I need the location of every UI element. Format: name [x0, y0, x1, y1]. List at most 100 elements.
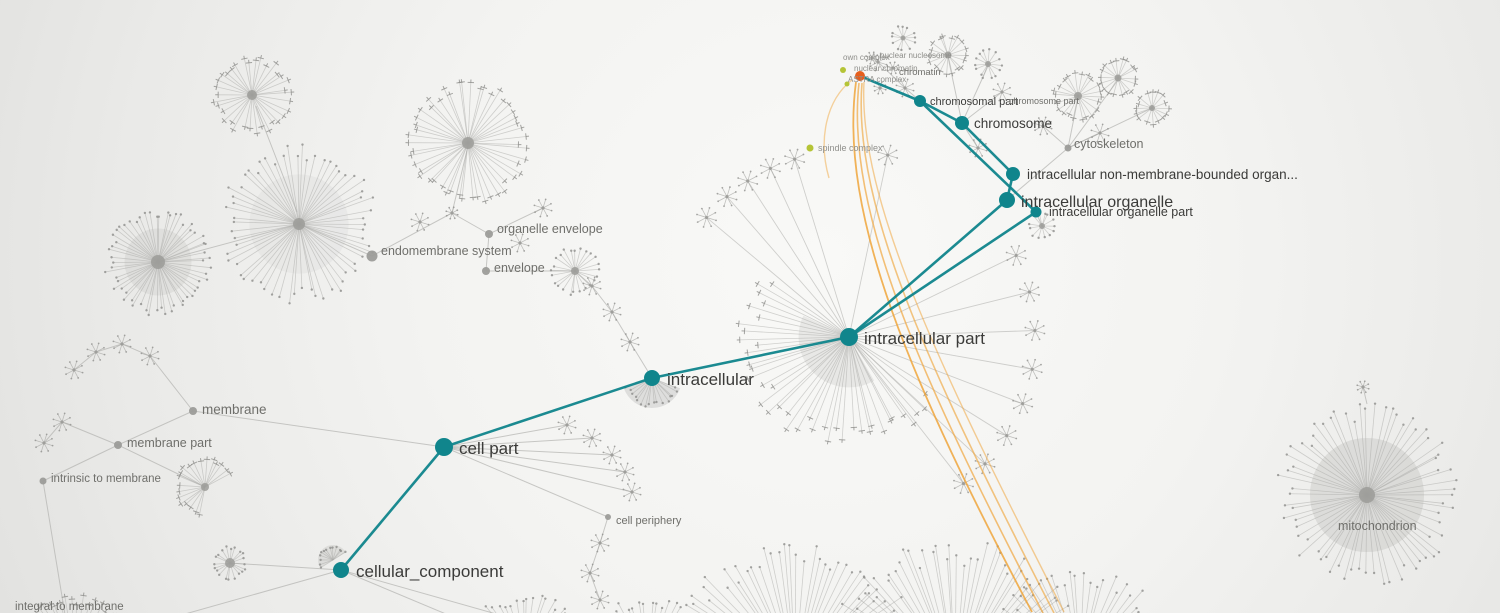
endomembrane-system-node[interactable]	[366, 250, 378, 262]
graph-node-intracellular-part[interactable]	[840, 328, 858, 346]
node-label[interactable]: integral to membrane	[15, 601, 124, 613]
cluster-bottom-5[interactable]	[1001, 570, 1157, 613]
mini-cluster[interactable]	[996, 425, 1018, 447]
cluster-center[interactable]	[201, 483, 209, 491]
mini-cluster[interactable]	[737, 170, 759, 192]
mini-cluster[interactable]	[759, 157, 781, 179]
mini-cluster[interactable]	[877, 144, 899, 166]
cluster-cytoskeleton-3[interactable]	[1133, 89, 1172, 128]
mini-cluster[interactable]	[590, 590, 610, 610]
graph-node-chromosome[interactable]	[955, 116, 969, 130]
mini-cluster[interactable]	[112, 334, 132, 354]
organelle-envelope-node[interactable]	[485, 230, 493, 238]
node-label[interactable]: intracellular non-membrane-bounded organ…	[1027, 167, 1298, 182]
mini-cluster[interactable]	[602, 445, 622, 465]
cluster-center[interactable]	[225, 558, 235, 568]
cluster-cc-mini[interactable]	[318, 545, 347, 569]
node-label[interactable]: cell part	[459, 439, 519, 458]
cluster-topmid-fan[interactable]	[405, 79, 530, 205]
cluster-bottomleft-fan[interactable]	[10, 592, 137, 613]
mini-cluster[interactable]	[86, 342, 106, 362]
mini-cluster[interactable]	[582, 428, 602, 448]
mini-cluster[interactable]	[34, 433, 54, 453]
mini-cluster[interactable]	[602, 302, 622, 322]
cluster-cytoskeleton-1[interactable]	[1050, 70, 1105, 123]
cluster-center[interactable]	[247, 90, 257, 100]
mini-cluster[interactable]	[615, 462, 635, 482]
node-label[interactable]: intrinsic to membrane	[51, 473, 161, 485]
cluster-center[interactable]	[1039, 223, 1045, 229]
mini-cluster[interactable]	[582, 276, 602, 296]
mini-cluster[interactable]	[533, 198, 553, 218]
graph-node-non-membrane-bounded-organelle[interactable]	[1006, 167, 1020, 181]
mini-cluster[interactable]	[1356, 380, 1370, 394]
cluster-envelope-burst[interactable]	[549, 247, 601, 297]
mini-cluster[interactable]	[868, 52, 888, 72]
cluster-bottom-1[interactable]	[468, 594, 578, 613]
mini-cluster[interactable]	[1021, 358, 1043, 380]
graph-node-intracellular-organelle-part[interactable]	[1030, 206, 1042, 218]
node-label[interactable]: chromosomal part	[930, 96, 1018, 108]
node-label[interactable]: intracellular part	[864, 329, 985, 348]
cluster-mitochondrion[interactable]	[1276, 402, 1458, 585]
mini-cluster[interactable]	[992, 82, 1012, 102]
cluster-center[interactable]	[1149, 105, 1155, 111]
node-label[interactable]: chromosome	[974, 116, 1052, 131]
mini-cluster[interactable]	[1024, 320, 1046, 341]
mini-cluster[interactable]	[968, 138, 988, 158]
mini-cluster[interactable]	[953, 473, 974, 495]
graph-node-chromosomal-part[interactable]	[914, 95, 926, 107]
mini-cluster[interactable]	[622, 482, 642, 502]
mini-cluster[interactable]	[580, 563, 600, 583]
cluster-membrane-fan[interactable]	[176, 456, 234, 518]
envelope-node[interactable]	[482, 267, 490, 275]
mini-cluster[interactable]	[445, 206, 459, 220]
cluster-center[interactable]	[462, 137, 474, 149]
cluster-chromosome-top-1[interactable]	[926, 33, 969, 78]
graph-node-cellular-component[interactable]	[333, 562, 349, 578]
mini-cluster[interactable]	[886, 61, 900, 75]
node-label[interactable]: cellular_component	[356, 562, 504, 581]
node-label[interactable]: membrane	[202, 402, 267, 417]
node-label[interactable]: cytoskeleton	[1074, 137, 1144, 151]
node-label[interactable]: envelope	[494, 261, 545, 275]
cluster-center[interactable]	[1114, 74, 1122, 82]
cluster-center[interactable]	[985, 61, 991, 67]
node-label[interactable]: endomembrane system	[381, 244, 512, 258]
cluster-center[interactable]	[571, 267, 579, 275]
cluster-left-ball[interactable]	[104, 211, 213, 317]
node-label[interactable]: intracellular	[667, 370, 754, 389]
cluster-left-bigfan[interactable]	[224, 143, 375, 305]
graph-node-nucleosome[interactable]	[855, 71, 865, 81]
cluster-small-ball[interactable]	[213, 545, 247, 581]
cluster-topleft-burst[interactable]	[210, 55, 295, 137]
cluster-chromosome-top-2[interactable]	[974, 47, 1004, 80]
cluster-chromosome-top-3[interactable]	[890, 25, 917, 52]
mini-cluster[interactable]	[865, 51, 879, 65]
node-label[interactable]: membrane part	[127, 436, 212, 450]
cluster-bottom-4[interactable]	[837, 542, 1081, 613]
node-label[interactable]: intracellular organelle	[1021, 194, 1173, 211]
intrinsic-to-membrane-node[interactable]	[39, 477, 47, 485]
graph-node-cell-part[interactable]	[435, 438, 453, 456]
mini-cluster[interactable]	[696, 206, 717, 228]
mini-cluster[interactable]	[1033, 116, 1053, 136]
cytoskeleton-node[interactable]	[1064, 144, 1072, 152]
node-label[interactable]: intracellular organelle part	[1049, 205, 1193, 219]
membrane-node[interactable]	[189, 407, 197, 415]
mini-cluster[interactable]	[590, 533, 610, 553]
cluster-bottom-3[interactable]	[684, 543, 918, 613]
complex-node-green-3[interactable]	[844, 81, 850, 87]
cluster-center[interactable]	[293, 218, 305, 230]
cluster-center[interactable]	[944, 51, 952, 59]
mini-cluster[interactable]	[410, 212, 430, 232]
cluster-organelle-part[interactable]	[1027, 212, 1056, 240]
node-label[interactable]: organelle envelope	[497, 222, 603, 236]
mini-cluster[interactable]	[873, 81, 887, 95]
complex-node-green-1[interactable]	[806, 144, 814, 152]
node-label[interactable]: mitochondrion	[1338, 519, 1417, 533]
cluster-center[interactable]	[151, 255, 165, 269]
node-label[interactable]: chromosome part	[1009, 96, 1080, 106]
mini-cluster[interactable]	[1090, 123, 1110, 143]
